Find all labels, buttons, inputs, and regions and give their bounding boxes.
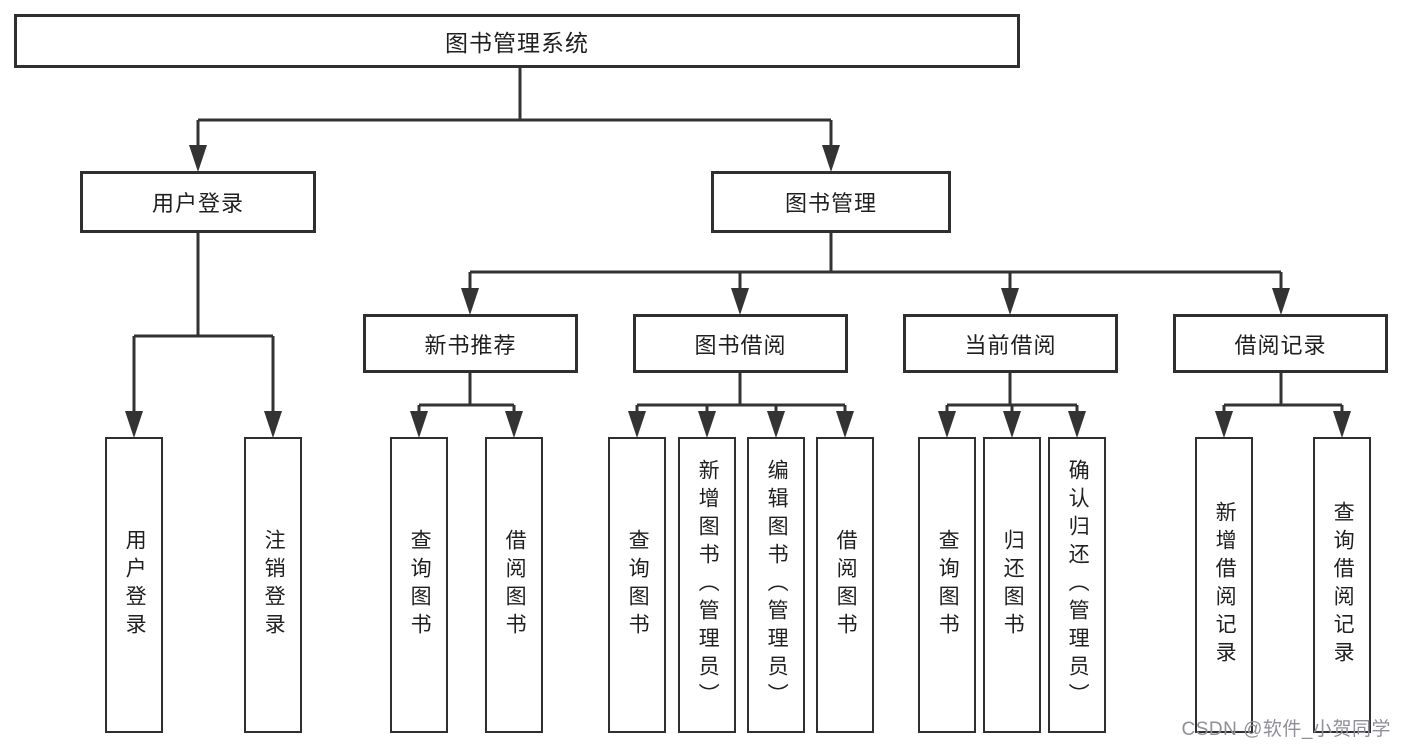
leaf-label: 确认归还（管理员） <box>1066 459 1090 711</box>
leaf-logout: 注销登录 <box>244 437 302 733</box>
leaf-label: 查询图书 <box>936 529 960 641</box>
leaf-label: 编辑图书（管理员） <box>765 459 789 711</box>
leaf-label: 查询借阅记录 <box>1331 501 1355 669</box>
node-current-borrowing: 当前借阅 <box>903 314 1118 373</box>
node-new-book-recommendation: 新书推荐 <box>363 314 578 373</box>
leaf-label: 用户登录 <box>123 529 147 641</box>
leaf-label: 归还图书 <box>1001 529 1025 641</box>
csdn-watermark: CSDN @软件_小贺同学 <box>1181 719 1391 740</box>
leaf-label: 查询图书 <box>626 529 650 641</box>
leaf-label: 新增图书（管理员） <box>696 459 720 711</box>
leaf-user-login: 用户登录 <box>105 437 163 733</box>
leaf-add-borrow-record: 新增借阅记录 <box>1195 437 1253 733</box>
leaf-query-books-recommend: 查询图书 <box>390 437 448 733</box>
leaf-query-books-current: 查询图书 <box>918 437 976 733</box>
node-borrowing-records: 借阅记录 <box>1173 314 1388 373</box>
node-label: 图书管理系统 <box>445 30 589 56</box>
node-book-borrowing: 图书借阅 <box>633 314 848 373</box>
node-library-management-system: 图书管理系统 <box>14 14 1020 68</box>
leaf-label: 注销登录 <box>262 529 286 641</box>
leaf-label: 借阅图书 <box>503 529 527 641</box>
leaf-borrow-books: 借阅图书 <box>816 437 874 733</box>
node-book-management: 图书管理 <box>711 171 951 233</box>
leaf-label: 查询图书 <box>408 529 432 641</box>
leaf-confirm-return-admin: 确认归还（管理员） <box>1048 437 1106 733</box>
leaf-label: 新增借阅记录 <box>1213 501 1237 669</box>
leaf-query-borrow-record: 查询借阅记录 <box>1313 437 1371 733</box>
node-user-login: 用户登录 <box>80 171 316 233</box>
leaf-return-books: 归还图书 <box>983 437 1041 733</box>
node-label: 新书推荐 <box>424 332 517 358</box>
node-label: 图书借阅 <box>694 332 787 358</box>
leaf-label: 借阅图书 <box>834 529 858 641</box>
node-label: 当前借阅 <box>964 332 1057 358</box>
node-label: 借阅记录 <box>1234 332 1327 358</box>
leaf-add-books-admin: 新增图书（管理员） <box>678 437 736 733</box>
node-label: 图书管理 <box>784 191 877 216</box>
leaf-borrow-books-recommend: 借阅图书 <box>485 437 543 733</box>
node-label: 用户登录 <box>151 191 244 216</box>
leaf-query-books-borrowing: 查询图书 <box>608 437 666 733</box>
leaf-edit-books-admin: 编辑图书（管理员） <box>747 437 805 733</box>
